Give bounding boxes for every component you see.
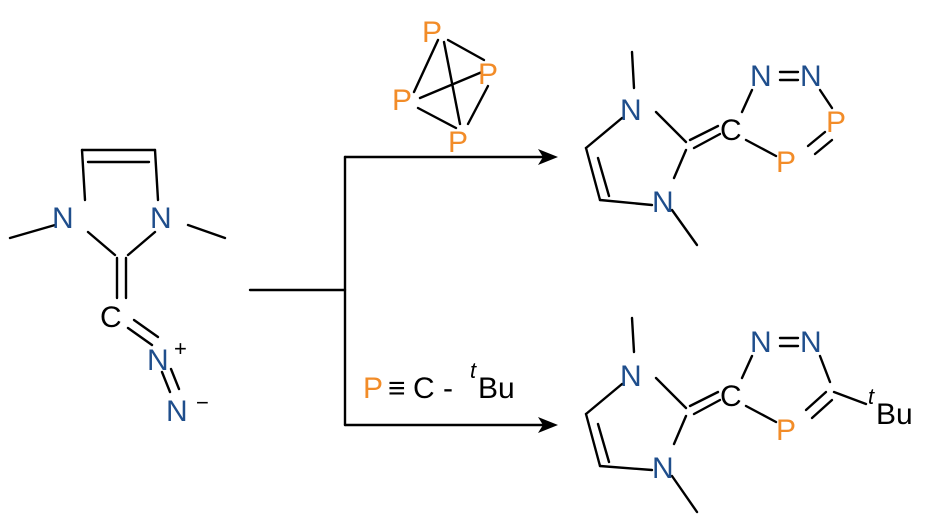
ring-bond: [598, 198, 654, 207]
atom-c: C: [720, 380, 742, 413]
cp-double-bond: [810, 398, 834, 420]
atom-c: C: [720, 114, 742, 147]
arrow-bottom-head: [538, 417, 558, 433]
cn-double-bond: [126, 326, 154, 347]
ring-bond: [654, 376, 688, 410]
nn-double-bond: [160, 370, 172, 394]
p4-bond: [418, 70, 484, 100]
atom-p: P: [478, 58, 498, 91]
tbu-label: Bu: [478, 372, 515, 405]
atom-n: N: [620, 94, 642, 127]
atom-n: N: [800, 60, 822, 93]
exocyclic-double-bond: [692, 398, 722, 416]
exocyclic-double-bond: [688, 390, 720, 408]
reagent-phosphaalkyne: P ≡ C - t Bu: [363, 358, 515, 405]
tbu-label: Bu: [876, 398, 913, 431]
exocyclic-double-bond: [692, 132, 722, 150]
ring-bond: [672, 148, 688, 180]
atom-p: P: [392, 84, 412, 117]
atom-n: N: [800, 326, 822, 359]
nn-double-bond: [169, 367, 181, 391]
atom-n: N: [52, 202, 74, 235]
pp-double-bond: [806, 130, 827, 148]
atom-p: P: [776, 414, 796, 447]
atom-n: N: [652, 452, 674, 485]
ring-bond: [598, 464, 654, 472]
tbu-superscript: t: [470, 358, 477, 383]
atom-n: N: [620, 360, 642, 393]
methyl-bond: [630, 50, 636, 90]
atom-n: N: [750, 60, 772, 93]
p4-bond: [412, 38, 440, 94]
ring-bond: [86, 230, 117, 257]
ring-bond: [740, 88, 754, 114]
ring-bond: [584, 116, 624, 150]
ring-bond: [80, 148, 87, 202]
atom-p: P: [422, 16, 442, 49]
ring-bond: [744, 138, 778, 158]
tbu-superscript: t: [868, 384, 875, 409]
atom-p: P: [776, 146, 796, 179]
atom-c: C: [100, 301, 122, 334]
reaction-arrows: [248, 149, 558, 433]
ring-bond: [584, 412, 602, 468]
ring-bond: [744, 404, 778, 424]
starting-material: N N C N + N −: [8, 148, 227, 428]
ring-bond: [126, 230, 157, 257]
ring-bond: [818, 88, 834, 110]
triple-bond-symbol: ≡: [388, 372, 406, 405]
p4-bond: [442, 40, 462, 126]
methyl-bond: [8, 223, 57, 240]
cp-double-bond: [804, 390, 828, 412]
p4-bond: [466, 84, 490, 126]
single-bond-dash: -: [443, 372, 453, 405]
exocyclic-double-bond: [688, 124, 720, 142]
atom-n: N: [166, 395, 188, 428]
product-bottom: N N C N N P t Bu: [584, 316, 913, 514]
ring-bond: [740, 354, 754, 380]
ring-bond: [672, 414, 688, 446]
p4-bond: [446, 38, 486, 62]
ring-bond: [584, 382, 624, 416]
methyl-bond: [186, 223, 227, 240]
product-top: N N C N N P P: [584, 50, 846, 247]
ring-bond: [654, 110, 688, 144]
atom-p: P: [448, 126, 468, 159]
pp-double-bond: [813, 138, 834, 156]
ring-bond: [818, 354, 832, 384]
atom-n: N: [150, 202, 172, 235]
methyl-bond: [630, 316, 636, 354]
methyl-bond: [670, 208, 699, 247]
atom-p: P: [826, 106, 846, 139]
ring-double-bond-inner: [596, 156, 611, 198]
atom-p: P: [363, 372, 383, 405]
p4-bond: [416, 106, 458, 130]
atom-c: C: [413, 372, 435, 405]
ring-double-bond-inner: [596, 422, 611, 464]
methyl-bond: [670, 474, 699, 514]
arrow-top-head: [538, 149, 558, 165]
tbu-bond: [832, 390, 868, 406]
atom-n: N: [652, 186, 674, 219]
cn-double-bond: [132, 318, 160, 339]
atom-n: N: [750, 326, 772, 359]
atom-n: N: [147, 344, 169, 377]
ring-bond: [584, 146, 602, 202]
plus-charge: +: [174, 336, 187, 361]
reagent-p4: P P P P: [392, 16, 498, 159]
ring-bond: [153, 148, 160, 202]
minus-charge: −: [196, 390, 209, 415]
